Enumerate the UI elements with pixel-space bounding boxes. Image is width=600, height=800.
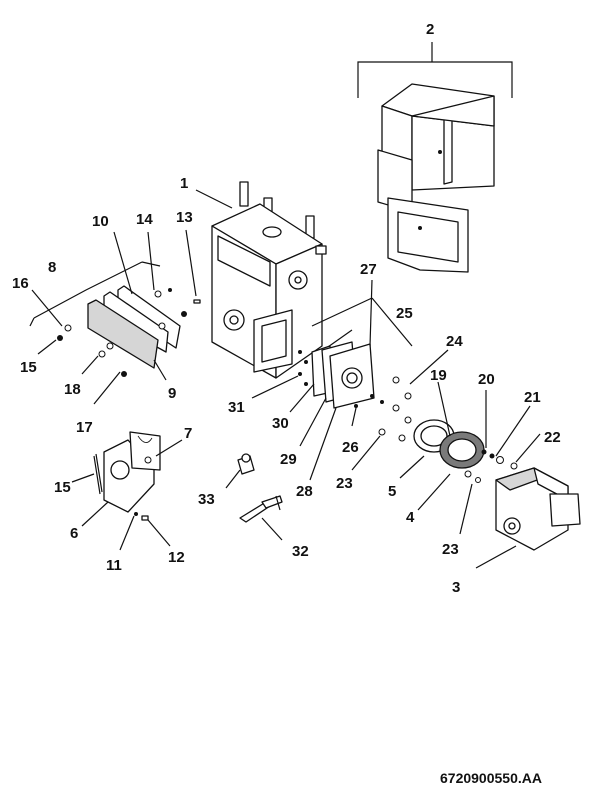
callout-12: 12: [168, 549, 185, 566]
callout-26: 26: [342, 439, 359, 456]
callout-30: 30: [272, 415, 289, 432]
small-fitting: [237, 453, 255, 475]
callout-20: 20: [478, 371, 495, 388]
door-assembly: [29, 261, 201, 377]
callout-3: 3: [452, 579, 460, 596]
callout-28: 28: [296, 483, 313, 500]
callout-18: 18: [64, 381, 81, 398]
callout-14: 14: [136, 211, 153, 228]
callout-29: 29: [280, 451, 297, 468]
callout-19: 19: [430, 367, 447, 384]
callout-23-right: 23: [442, 541, 459, 558]
callout-labels: 1 2 3 4 5 6 7 8 9 10 11 12 13 14 15 15 1…: [12, 21, 561, 596]
callout-13: 13: [176, 209, 193, 226]
callout-4: 4: [406, 509, 415, 526]
callout-33: 33: [198, 491, 215, 508]
callout-32: 32: [292, 543, 309, 560]
callout-8: 8: [48, 259, 56, 276]
callout-15-lower: 15: [54, 479, 71, 496]
callout-7: 7: [184, 425, 192, 442]
flange-assembly: [298, 297, 413, 442]
callout-21: 21: [524, 389, 541, 406]
callout-15-left: 15: [20, 359, 37, 376]
callout-31: 31: [228, 399, 245, 416]
leader-lines: [31, 189, 541, 569]
boiler-body: [211, 181, 327, 379]
callout-6: 6: [70, 525, 78, 542]
callout-25: 25: [396, 305, 413, 322]
drawing-code: 6720900550.AA: [440, 770, 542, 786]
cover-plate: [93, 431, 161, 521]
bracket: [239, 495, 283, 523]
callout-23-left: 23: [336, 475, 353, 492]
burner-unit: [495, 467, 581, 551]
burner-gaskets: [413, 419, 518, 483]
callout-16: 16: [12, 275, 29, 292]
callout-5: 5: [388, 483, 396, 500]
callout-1: 1: [180, 175, 188, 192]
callout-17: 17: [76, 419, 93, 436]
callout-27: 27: [360, 261, 377, 278]
callout-11: 11: [106, 557, 122, 574]
callout-24: 24: [446, 333, 463, 350]
callout-9: 9: [168, 385, 176, 402]
casing-cover: [357, 42, 513, 273]
callout-2: 2: [426, 21, 434, 38]
callout-10: 10: [92, 213, 109, 230]
callout-22: 22: [544, 429, 561, 446]
